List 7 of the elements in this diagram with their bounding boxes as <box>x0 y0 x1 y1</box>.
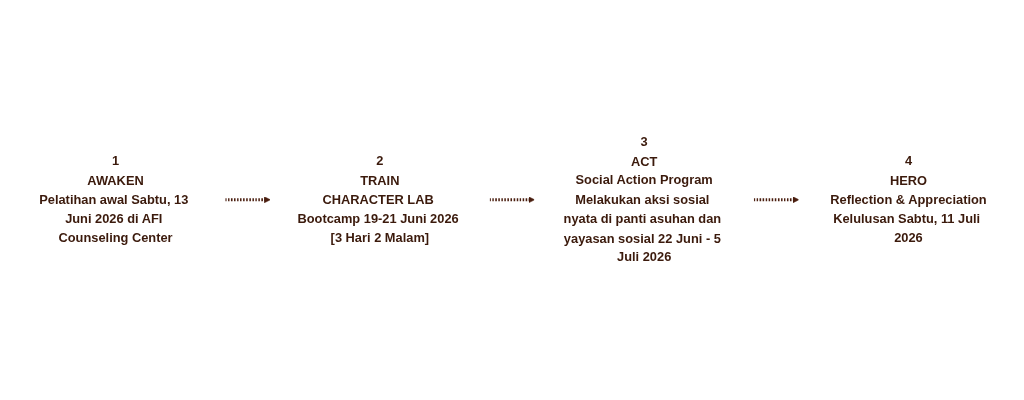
arrow <box>753 196 800 204</box>
node-text: 1 AWAKEN Pelatihan awal Sabtu, 13 Juni 2026 di AFI Counseling Center <box>39 154 189 246</box>
arrow <box>225 196 271 204</box>
node-text: 4 HERO Reflection & Appreciation Kelulusan Sabtu, 11 Juli 2026 <box>830 154 987 246</box>
node-text: 3 ACT Social Action Program Melakukan aksi sosial nyata di panti asuhan dan yayasan sosial 22 Juni - 5 Juli 2026 <box>563 134 722 265</box>
arrow <box>489 196 535 204</box>
node-text: 2 TRAIN CHARACTER LAB Bootcamp 19-21 Juni 2026 [3 Hari 2 Malam] <box>297 154 459 246</box>
